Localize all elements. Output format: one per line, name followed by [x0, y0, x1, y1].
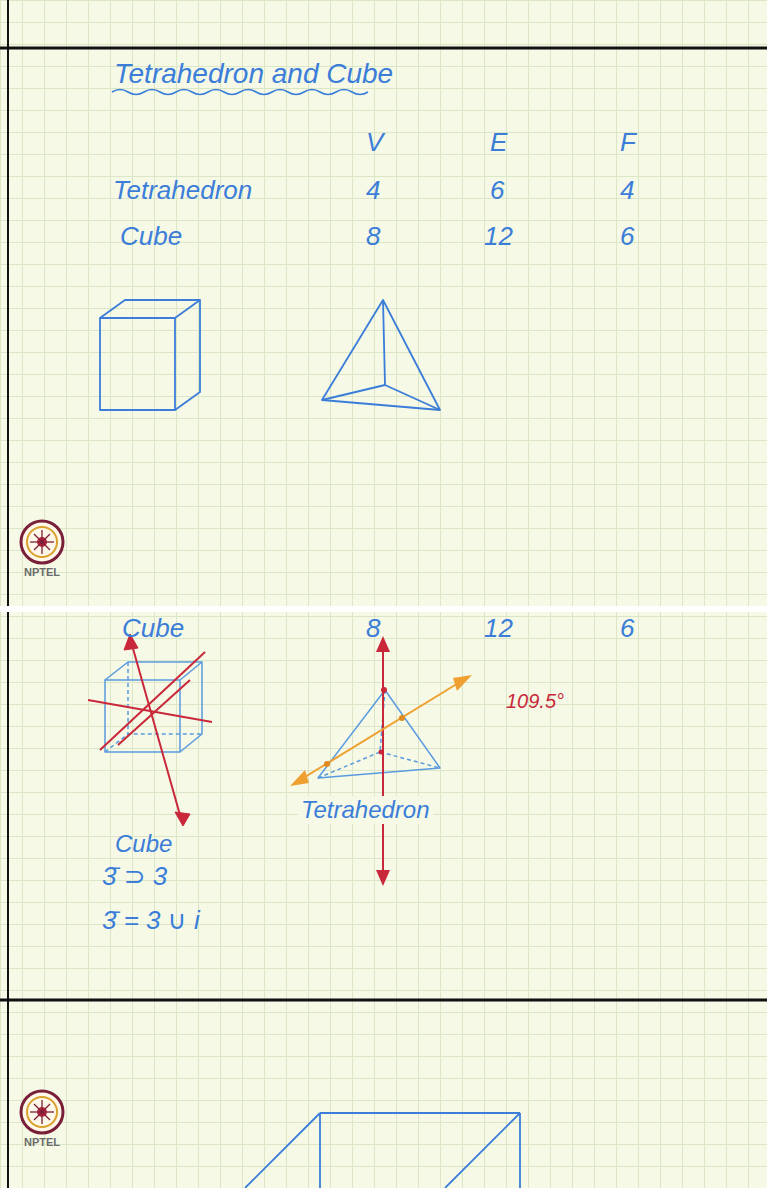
tetrahedron-figure: [322, 300, 440, 410]
figure-caption: Tetrahedron: [298, 796, 433, 824]
column-header: F: [620, 128, 636, 158]
symmetry-relation: 3̄ = 3 ∪ i: [102, 906, 200, 936]
row-header: Cube: [120, 222, 182, 252]
column-header: V: [366, 128, 383, 158]
logo-text: NPTEL: [24, 1136, 60, 1149]
prism-sketch: [245, 1113, 520, 1188]
row-header: Tetrahedron: [113, 176, 252, 206]
table-cell: 8: [366, 222, 380, 252]
column-header: E: [490, 128, 507, 158]
cube-figure: [100, 300, 200, 410]
table-cell: 12: [484, 222, 513, 252]
cube-axes-figure: [88, 634, 212, 826]
nptel-logo: [21, 521, 63, 563]
figure-caption: Cube: [115, 830, 172, 858]
row-header: Cube: [122, 614, 184, 644]
page-title: Tetrahedron and Cube: [114, 58, 393, 90]
symmetry-relation: 3̄ ⊃ 3: [102, 862, 167, 892]
logo-text: NPTEL: [24, 566, 60, 579]
table-cell: 6: [490, 176, 504, 206]
table-cell: 6: [620, 614, 634, 644]
angle-label: 109.5°: [506, 690, 564, 713]
table-cell: 8: [366, 614, 380, 644]
table-cell: 4: [366, 176, 380, 206]
nptel-logo: [21, 1091, 63, 1133]
table-cell: 4: [620, 176, 634, 206]
tetrahedron-axes-figure: [290, 636, 472, 886]
table-cell: 6: [620, 222, 634, 252]
table-cell: 12: [484, 614, 513, 644]
title-underline: [112, 90, 368, 95]
